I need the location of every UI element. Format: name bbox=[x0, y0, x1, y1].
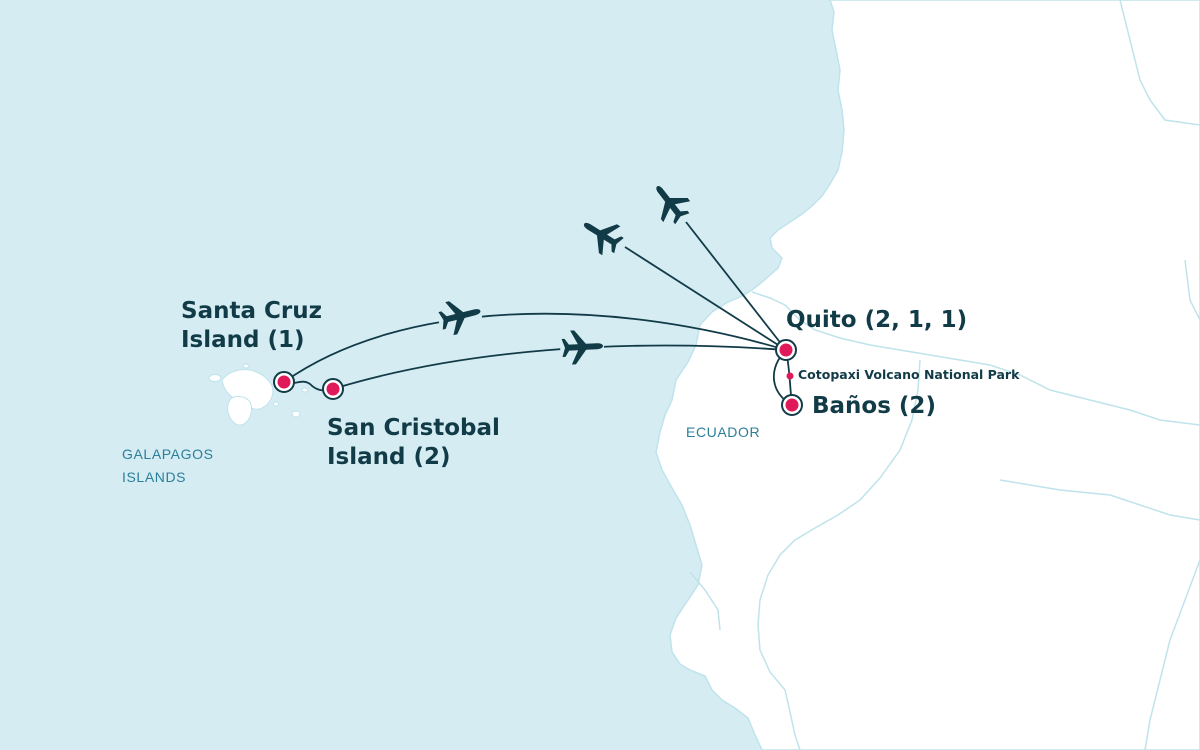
country-borders bbox=[689, 0, 1200, 750]
route-lines bbox=[283, 221, 793, 406]
airplane-icon bbox=[643, 175, 696, 230]
flight-route-santa-cruz-quito bbox=[283, 312, 787, 383]
stop-label-san-cristobal[interactable]: San Cristobal Island (2) bbox=[327, 414, 500, 472]
mainland bbox=[655, 0, 1200, 750]
airplane-icon bbox=[436, 294, 485, 338]
stop-label-cotopaxi[interactable]: Cotopaxi Volcano National Park bbox=[798, 367, 1020, 382]
santa-cruz-label-line2: Island (1) bbox=[181, 327, 305, 353]
airplane-icons bbox=[436, 175, 696, 369]
waypoint-dot-icon[interactable] bbox=[786, 372, 794, 380]
country-label-ecuador: ECUADOR bbox=[686, 424, 761, 440]
galapagos-label-line2: ISLANDS bbox=[122, 469, 187, 485]
stop-label-quito[interactable]: Quito (2, 1, 1) bbox=[786, 307, 968, 333]
san-cristobal-label-line1: San Cristobal bbox=[327, 415, 500, 441]
san-cristobal-label-line2: Island (2) bbox=[327, 444, 451, 470]
stop-marker-icon[interactable] bbox=[781, 394, 803, 416]
stop-marker-icon[interactable] bbox=[322, 378, 344, 400]
stop-label-santa-cruz[interactable]: Santa Cruz Island (1) bbox=[181, 297, 322, 355]
galapagos-region-label: GALAPAGOS ISLANDS bbox=[122, 443, 214, 489]
stop-markers bbox=[273, 339, 803, 416]
stop-marker-icon[interactable] bbox=[775, 339, 797, 361]
stop-marker-icon[interactable] bbox=[273, 371, 295, 393]
airplane-icon bbox=[575, 209, 628, 261]
flight-route-quito-northwest bbox=[624, 246, 787, 351]
stop-label-banos[interactable]: Baños (2) bbox=[812, 393, 936, 419]
flight-route-quito-north bbox=[685, 221, 787, 351]
airplane-icon bbox=[560, 325, 604, 369]
santa-cruz-label-line1: Santa Cruz bbox=[181, 298, 322, 324]
flight-route-san-cristobal-quito bbox=[332, 344, 787, 390]
galapagos-label-line1: GALAPAGOS bbox=[122, 446, 214, 462]
